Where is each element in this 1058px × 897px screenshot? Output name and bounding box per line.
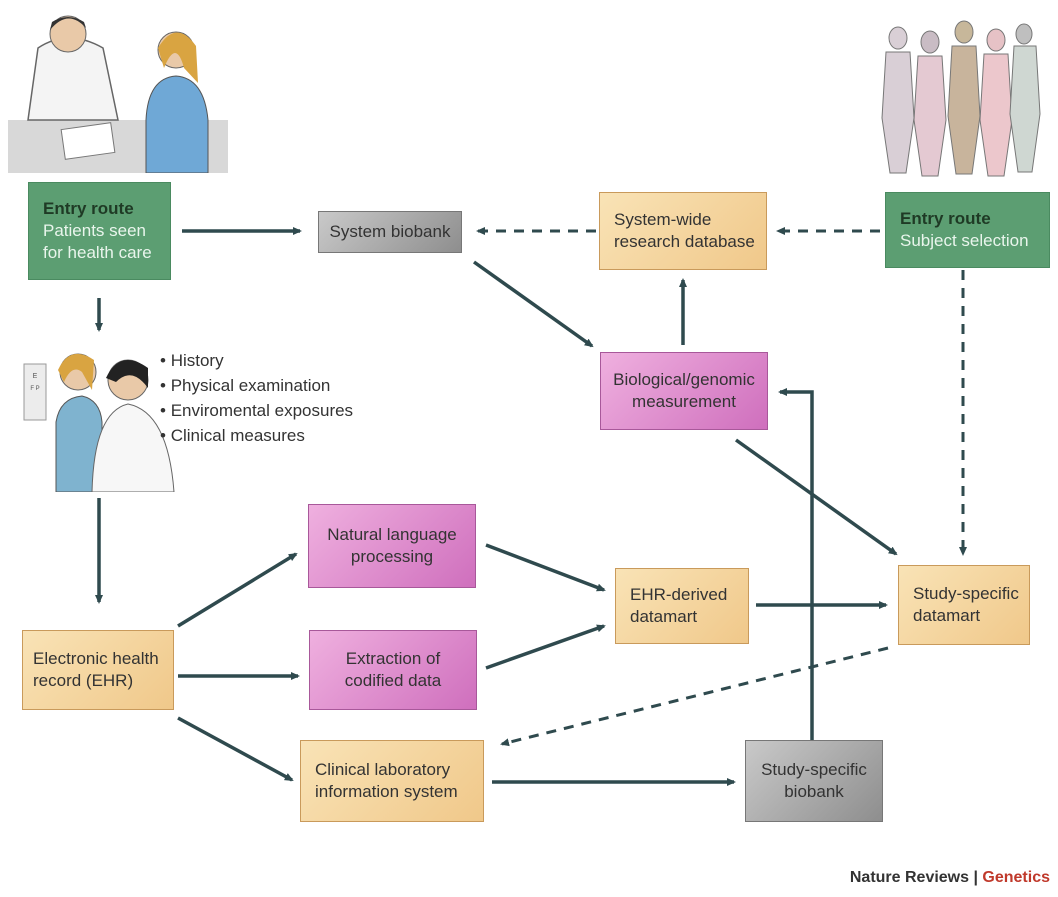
system-biobank-label: System biobank <box>329 222 451 241</box>
study-datamart-line: Study-specific <box>913 584 1019 603</box>
study-datamart-line: datamart <box>913 606 981 625</box>
nlp-line: Natural language <box>327 525 457 544</box>
natural-language-processing-node: Natural language processing <box>308 504 476 588</box>
assessment-item: Enviromental exposures <box>160 398 353 423</box>
ehr-datamart-line: EHR-derived <box>630 585 728 604</box>
arrow-studydatamart-to-lab <box>500 646 889 747</box>
svg-text:F P: F P <box>30 386 39 392</box>
study-specific-datamart-node: Study-specific datamart <box>898 565 1030 645</box>
assessment-list: History Physical examination Enviromenta… <box>160 348 353 448</box>
arrow-biomeasure-to-studydatamart <box>734 438 898 556</box>
ehr-datamart-line: datamart <box>630 607 698 626</box>
arrow-nlp-to-ehrdatamart <box>485 543 606 592</box>
study-specific-biobank-node: Study-specific biobank <box>745 740 883 822</box>
study-biobank-line: biobank <box>784 782 844 801</box>
ehr-node: Electronic health record (EHR) <box>22 630 174 710</box>
biological-genomic-measurement-node: Biological/genomic measurement <box>600 352 768 430</box>
journal-name: Nature Reviews | <box>849 869 978 886</box>
arrow-ehr-to-nlp <box>177 552 298 628</box>
system-biobank-node: System biobank <box>318 211 462 253</box>
population-silhouettes-illustration <box>881 20 1041 177</box>
lab-system-line: Clinical laboratory <box>315 760 451 779</box>
assessment-item: Clinical measures <box>160 423 353 448</box>
ehr-line: Electronic health <box>33 649 159 668</box>
entry-route-title: Entry route <box>900 209 991 228</box>
assessment-item: Physical examination <box>160 373 353 398</box>
clinician-exam-illustration: E F P <box>23 353 175 492</box>
codified-data-extraction-node: Extraction of codified data <box>309 630 477 710</box>
svg-text:E: E <box>33 373 38 380</box>
entry-route-title: Entry route <box>43 199 134 218</box>
ehr-line: record (EHR) <box>33 671 134 690</box>
journal-section: Genetics <box>982 869 1050 886</box>
ehr-derived-datamart-node: EHR-derived datamart <box>615 568 749 644</box>
lab-system-line: information system <box>315 782 458 801</box>
clinical-lab-system-node: Clinical laboratory information system <box>300 740 484 822</box>
entry-route-subject-node: Entry route Subject selection <box>885 192 1050 268</box>
entry-route-patients-node: Entry route Patients seen for health car… <box>28 182 171 280</box>
arrow-codified-to-ehrdatamart <box>485 624 606 670</box>
study-biobank-line: Study-specific <box>761 760 867 779</box>
entry-route-line: Patients seen <box>43 221 147 240</box>
assessment-item: History <box>160 348 353 373</box>
research-database-node: System-wide research database <box>599 192 767 270</box>
doctor-patient-consultation-illustration <box>8 15 228 173</box>
arrow-biobank-to-biomeasure <box>472 260 594 348</box>
bio-measurement-line: measurement <box>632 392 736 411</box>
nlp-line: processing <box>350 547 434 566</box>
research-database-line: research database <box>614 232 755 251</box>
journal-credit: Nature Reviews | Genetics <box>850 869 1050 887</box>
entry-route-line: Subject selection <box>900 231 1029 250</box>
arrow-ehr-to-lab <box>177 716 294 782</box>
entry-route-line: for health care <box>43 243 152 262</box>
codified-line: codified data <box>344 671 442 690</box>
research-database-line: System-wide <box>614 210 712 229</box>
bio-measurement-line: Biological/genomic <box>613 370 755 389</box>
arrow-studybiobank-to-biomeasure <box>778 388 814 740</box>
codified-line: Extraction of <box>345 649 441 668</box>
